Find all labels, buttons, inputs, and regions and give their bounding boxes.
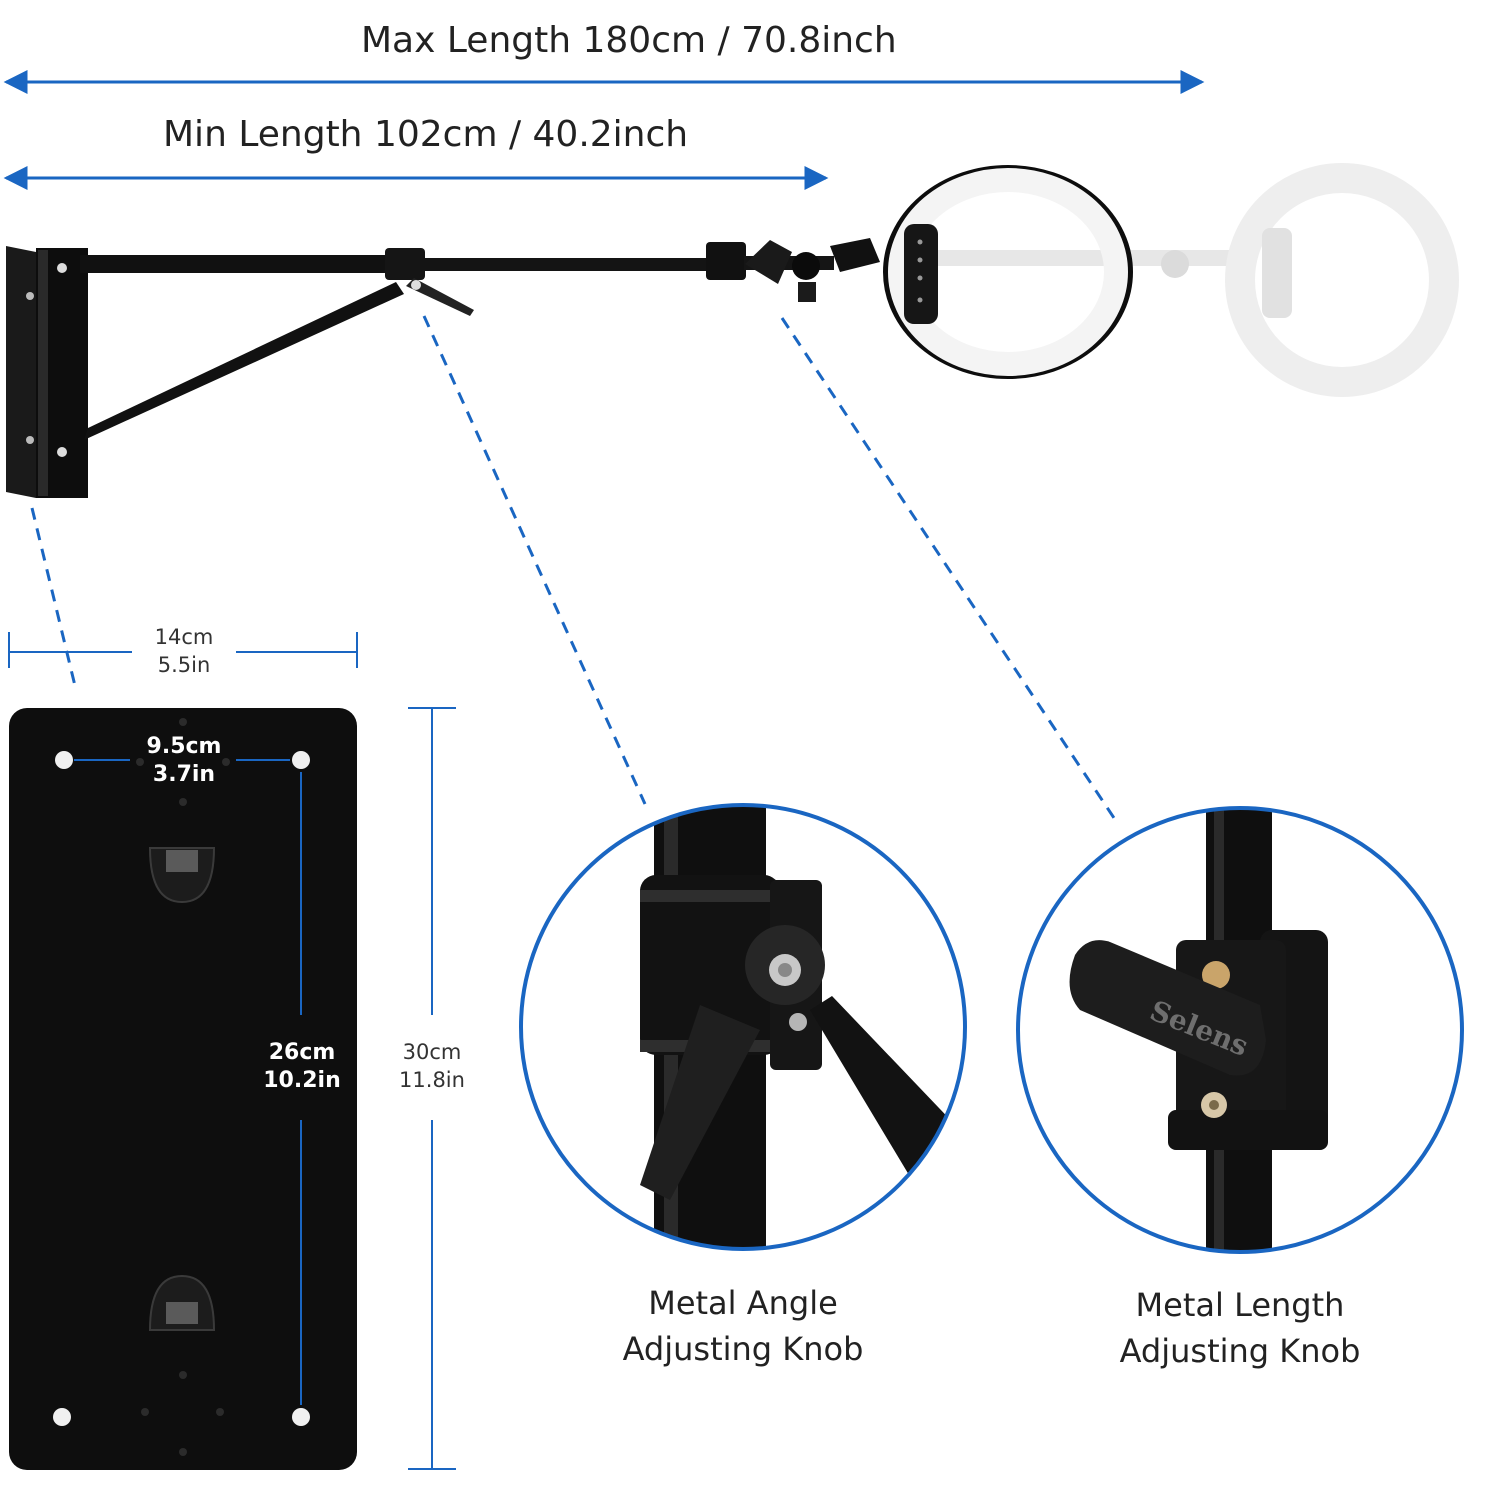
extended-ring-light — [935, 163, 1459, 397]
hole-vertical-cm: 26cm — [268, 1040, 336, 1065]
plate-height-in: 11.8in — [399, 1068, 465, 1092]
hole-vertical-in: 10.2in — [263, 1068, 341, 1093]
ring-light — [883, 165, 1133, 379]
hole-spacing-label: 9.5cm 3.7in — [133, 733, 235, 789]
plate-width-in: 5.5in — [157, 653, 211, 677]
plate-width-label: 14cm 5.5in — [133, 623, 235, 679]
angle-knob-detail — [519, 803, 967, 1251]
plate-height-dimension — [408, 707, 456, 1470]
angle-knob-caption: Metal Angle Adjusting Knob — [583, 1280, 903, 1372]
plate-width-cm: 14cm — [154, 625, 214, 649]
mounting-plate — [9, 708, 357, 1470]
boom-arm — [80, 238, 880, 440]
hole-vertical-label: 26cm 10.2in — [251, 1039, 353, 1095]
hole-spacing-in: 3.7in — [152, 762, 216, 787]
length-knob-caption-line1: Metal Length — [1135, 1286, 1345, 1324]
angle-knob-caption-line1: Metal Angle — [648, 1284, 838, 1322]
plate-pointer-line — [30, 507, 78, 691]
angle-knob-caption-line2: Adjusting Knob — [622, 1330, 864, 1368]
plate-height-label: 30cm 11.8in — [381, 1038, 483, 1094]
plate-width-dimension — [8, 632, 358, 668]
min-length-label: Min Length 102cm / 40.2inch — [163, 114, 689, 155]
hole-spacing-cm: 9.5cm — [146, 734, 222, 759]
angle-knob-pointer-line — [422, 315, 647, 805]
max-length-label: Max Length 180cm / 70.8inch — [361, 20, 897, 61]
plate-height-cm: 30cm — [402, 1040, 462, 1064]
length-knob-caption-line2: Adjusting Knob — [1119, 1332, 1361, 1370]
length-knob-detail: Selens — [1016, 806, 1464, 1254]
wall-mount-bracket — [6, 246, 88, 498]
length-knob-pointer-line — [780, 317, 1116, 819]
length-knob-caption: Metal Length Adjusting Knob — [1080, 1282, 1400, 1374]
